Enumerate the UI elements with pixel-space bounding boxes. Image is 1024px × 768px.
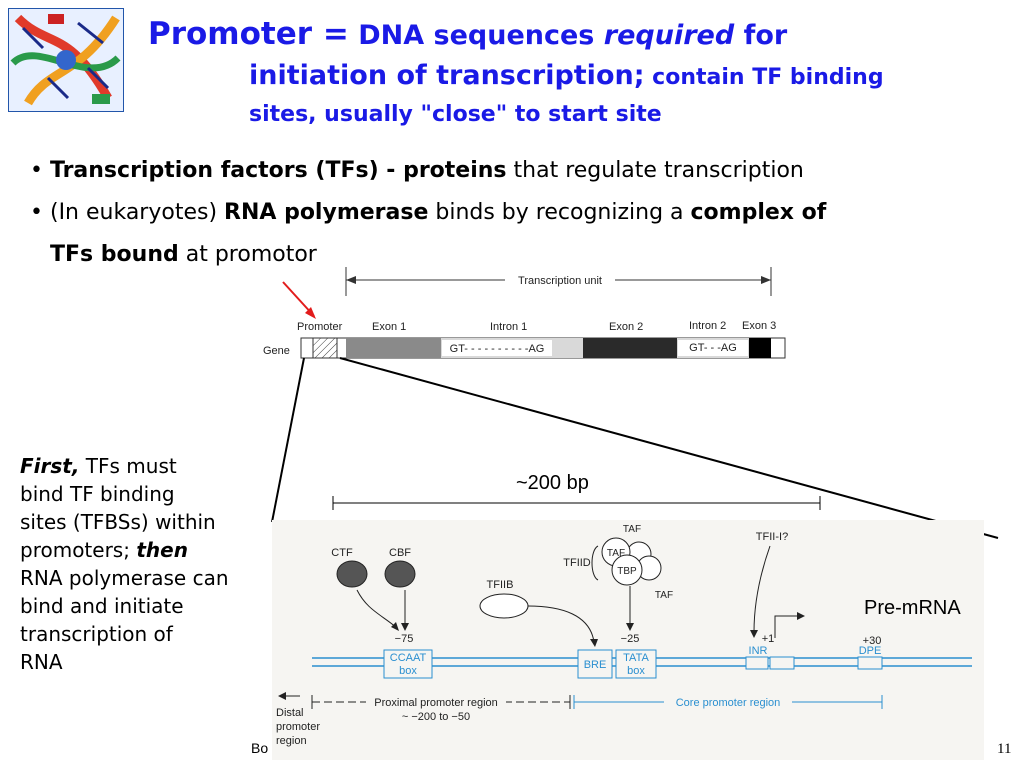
distal-label-1: Distal	[276, 707, 304, 719]
bullet-3-bold: TFs bound	[50, 242, 179, 267]
title-line3: sites, usually "close" to start site	[249, 102, 662, 127]
title-term: Promoter =	[148, 16, 349, 52]
intron2-label: Intron 2	[689, 320, 726, 332]
title-line2-main: initiation of transcription;	[249, 60, 645, 91]
zoom-line-left	[271, 357, 305, 523]
cbf-blob	[384, 560, 416, 588]
side-l1: TFs must	[79, 454, 177, 478]
taf-label-top: TAF	[623, 524, 641, 535]
intron2-seq: GT- - -AG	[689, 342, 737, 354]
taf-label-bottom: TAF	[655, 590, 673, 601]
core-region-label: Core promoter region	[676, 697, 781, 709]
side-first: First,	[20, 454, 80, 478]
tata-label: TATA	[623, 652, 649, 664]
zoom-line-right	[339, 357, 999, 539]
side-l6: bind and initiate	[20, 594, 184, 618]
slide-title: Promoter = DNA sequences required for	[148, 16, 787, 52]
dna-clipart-logo	[8, 8, 124, 112]
tata-box	[615, 649, 657, 679]
side-text: First, TFs must bind TF binding sites (T…	[20, 452, 270, 676]
bullet-1-bold: Transcription factors (TFs) - proteins	[49, 158, 507, 183]
bullet-2-pre: (In eukaryotes)	[49, 200, 225, 225]
bullet-1-rest: that regulate transcription	[506, 158, 804, 183]
bullet-dot: •	[30, 158, 43, 183]
gene-label: Gene	[263, 345, 290, 357]
tfiib-label: TFIIB	[487, 579, 514, 591]
pre-mrna-label: Pre-mRNA	[864, 597, 961, 619]
title-line2-small: contain TF binding	[644, 65, 884, 90]
distal-label-2: promoter	[276, 721, 320, 733]
title-for: for	[734, 20, 788, 51]
promoter-figure: CTF CBF −75 TAF TFIID TAF TBP TAF −25 TF…	[272, 520, 984, 760]
intron1-seq: GT- - - - - - - - - -AG	[450, 343, 545, 355]
ccaat-box-label: box	[399, 665, 417, 677]
tfiid-label: TFIID	[563, 557, 591, 569]
title-line1: DNA sequences	[348, 20, 604, 51]
proximal-range-label: ~ −200 to −50	[402, 711, 470, 723]
side-l4: promoters;	[20, 538, 137, 562]
dpe-box	[857, 656, 883, 670]
side-then: then	[136, 538, 188, 562]
plus1-label: +1	[762, 633, 775, 645]
footer-left: Bo	[251, 740, 269, 756]
distal-label-3: region	[276, 735, 307, 747]
promoter-label: Promoter	[297, 321, 343, 333]
minus75-label: −75	[395, 633, 414, 645]
gene-diagram: Transcription unit Promoter Exon 1 Intro…	[263, 267, 786, 359]
intron1-label: Intron 1	[490, 321, 527, 333]
bullet-dot: •	[30, 200, 43, 225]
side-l2: bind TF binding	[20, 482, 175, 506]
exon1-block	[346, 338, 441, 358]
tfiib-blob	[479, 593, 529, 619]
bullet-2-cont: TFs bound at promotor	[50, 242, 317, 267]
taf-inner: TAF	[607, 548, 625, 559]
exon2-label: Exon 2	[609, 321, 643, 333]
exon2-block	[583, 338, 677, 358]
bullet-3-rest: at promotor	[178, 242, 317, 267]
exon3-label: Exon 3	[742, 320, 776, 332]
slide-title-line2: initiation of transcription; contain TF …	[249, 60, 884, 91]
side-l7: transcription of	[20, 622, 173, 646]
tfii-i-label: TFII-I?	[756, 531, 788, 543]
ccaat-label: CCAAT	[390, 652, 427, 664]
bp-label: ~200 bp	[516, 472, 589, 494]
page-number: 11	[997, 741, 1012, 757]
bullet-2-mid: binds by recognizing a	[428, 200, 691, 225]
bullet-2-bold: RNA polymerase	[224, 200, 429, 225]
ctf-blob	[336, 560, 368, 588]
slide-title-line3: sites, usually "close" to start site	[249, 102, 662, 127]
bullet-1: • Transcription factors (TFs) - proteins…	[30, 158, 804, 183]
inr-label: INR	[749, 645, 768, 657]
side-l5: RNA polymerase can	[20, 566, 229, 590]
bre-box	[577, 649, 613, 679]
plus30-label: +30	[863, 635, 882, 647]
tbp-label: TBP	[617, 566, 637, 577]
bullet-2: • (In eukaryotes) RNA polymerase binds b…	[30, 200, 826, 225]
exon3-block	[749, 338, 771, 358]
minus25-label: −25	[621, 633, 640, 645]
cbf-label: CBF	[389, 547, 411, 559]
tata-box-label: box	[627, 665, 645, 677]
bre-label: BRE	[584, 659, 607, 671]
bullet-2-bold2: complex of	[690, 200, 827, 225]
side-l8: RNA	[20, 650, 63, 674]
title-emph: required	[603, 20, 735, 51]
exon1-label: Exon 1	[372, 321, 406, 333]
side-l3: sites (TFBSs) within	[20, 510, 216, 534]
dpe-label: DPE	[859, 645, 882, 657]
ccaat-box	[383, 649, 433, 679]
promoter-block	[312, 337, 338, 359]
transcription-unit-label: Transcription unit	[518, 275, 602, 287]
ctf-label: CTF	[331, 547, 353, 559]
inr-box	[745, 656, 769, 670]
proximal-region-label: Proximal promoter region	[374, 697, 498, 709]
